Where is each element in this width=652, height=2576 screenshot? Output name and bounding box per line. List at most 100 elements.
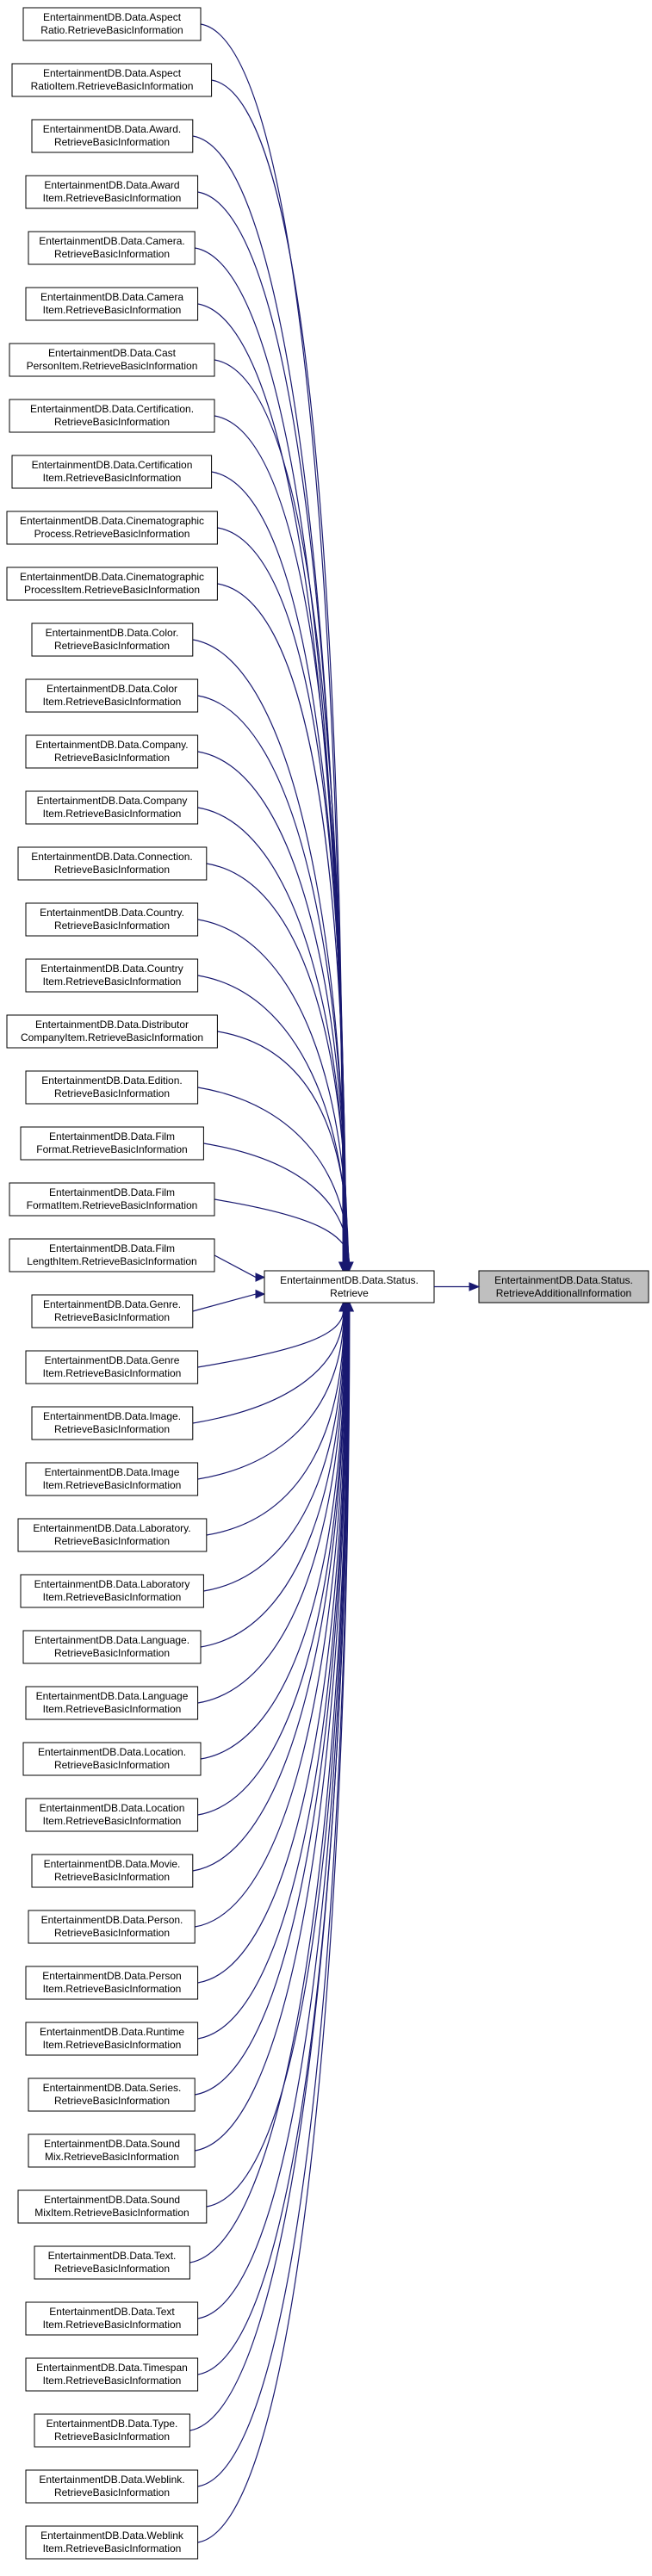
caller-node[interactable]: EntertainmentDB.Data.LaboratoryItem.Retr…: [20, 1574, 204, 1608]
target-node[interactable]: EntertainmentDB.Data.Status. RetrieveAdd…: [478, 1270, 649, 1303]
caller-node[interactable]: EntertainmentDB.Data.WeblinkItem.Retriev…: [25, 2525, 199, 2560]
caller-node[interactable]: EntertainmentDB.Data.Image.RetrieveBasic…: [31, 1406, 194, 1440]
caller-node[interactable]: EntertainmentDB.Data.Country.RetrieveBas…: [25, 902, 199, 937]
caller-node-line2: Item.RetrieveBasicInformation: [43, 1367, 182, 1379]
caller-node-line1: EntertainmentDB.Data.Weblink: [40, 2530, 184, 2542]
call-edge-line: [197, 1087, 350, 1264]
caller-node-line2: Item.RetrieveBasicInformation: [43, 2542, 182, 2554]
caller-node-line1: EntertainmentDB.Data.Edition.: [41, 1074, 182, 1087]
caller-node[interactable]: EntertainmentDB.Data.ColorItem.RetrieveB…: [25, 678, 199, 713]
caller-node[interactable]: EntertainmentDB.Data.Location.RetrieveBa…: [22, 1742, 202, 1776]
caller-node[interactable]: EntertainmentDB.Data.Color.RetrieveBasic…: [31, 622, 194, 657]
caller-node[interactable]: EntertainmentDB.Data.CastPersonItem.Retr…: [9, 343, 215, 377]
caller-node-line1: EntertainmentDB.Data.Certification: [32, 459, 193, 471]
caller-node[interactable]: EntertainmentDB.Data.Company.RetrieveBas…: [25, 734, 199, 769]
caller-node-line1: EntertainmentDB.Data.Cinematographic: [20, 571, 204, 583]
call-edge: [206, 1301, 353, 2208]
caller-node-box: [28, 231, 196, 265]
caller-node[interactable]: EntertainmentDB.Data.CinematographicProc…: [6, 511, 218, 545]
caller-node[interactable]: EntertainmentDB.Data.FilmFormat.Retrieve…: [20, 1126, 204, 1161]
caller-node-line1: EntertainmentDB.Data.Certification.: [30, 403, 194, 415]
caller-node[interactable]: EntertainmentDB.Data.CameraItem.Retrieve…: [25, 287, 199, 321]
caller-node[interactable]: EntertainmentDB.Data.Type.RetrieveBasicI…: [34, 2413, 190, 2448]
caller-node-line1: EntertainmentDB.Data.Laboratory: [34, 1578, 190, 1590]
caller-node[interactable]: EntertainmentDB.Data.Camera.RetrieveBasi…: [28, 231, 196, 265]
caller-node[interactable]: EntertainmentDB.Data.AwardItem.RetrieveB…: [25, 175, 199, 209]
caller-node[interactable]: EntertainmentDB.Data.LocationItem.Retrie…: [25, 1798, 199, 1832]
call-edge: [217, 527, 351, 1273]
caller-node-box: [31, 1406, 194, 1440]
call-edge-line: [192, 1293, 257, 1312]
caller-node-box: [17, 846, 208, 881]
caller-node-box: [25, 790, 199, 825]
caller-node[interactable]: EntertainmentDB.Data.LanguageItem.Retrie…: [25, 1686, 199, 1720]
caller-node-line2: Item.RetrieveBasicInformation: [43, 2375, 182, 2387]
caller-node[interactable]: EntertainmentDB.Data.CinematographicProc…: [6, 567, 218, 601]
caller-node-line2: Item.RetrieveBasicInformation: [43, 808, 182, 820]
caller-node[interactable]: EntertainmentDB.Data.Person.RetrieveBasi…: [28, 1910, 196, 1944]
caller-node[interactable]: EntertainmentDB.Data.CertificationItem.R…: [11, 455, 213, 489]
caller-node[interactable]: EntertainmentDB.Data.Award.RetrieveBasic…: [31, 119, 194, 153]
caller-node-box: [20, 1126, 204, 1161]
caller-node-line2: Item.RetrieveBasicInformation: [43, 304, 182, 316]
caller-node[interactable]: EntertainmentDB.Data.Laboratory.Retrieve…: [17, 1518, 208, 1552]
caller-node[interactable]: EntertainmentDB.Data.GenreItem.RetrieveB…: [25, 1350, 199, 1384]
call-edge-line: [217, 583, 347, 1264]
caller-node-line1: EntertainmentDB.Data.Camera.: [39, 235, 184, 247]
caller-node[interactable]: EntertainmentDB.Data.Connection.Retrieve…: [17, 846, 208, 881]
caller-node-line1: EntertainmentDB.Data.Text: [49, 2306, 175, 2318]
caller-node-box: [31, 1854, 194, 1888]
caller-node[interactable]: EntertainmentDB.Data.Genre.RetrieveBasic…: [31, 1294, 194, 1328]
call-edge-line: [197, 807, 348, 1264]
caller-node[interactable]: EntertainmentDB.Data.Series.RetrieveBasi…: [28, 2078, 196, 2112]
caller-node-line1: EntertainmentDB.Data.Laboratory.: [33, 1522, 190, 1534]
caller-node[interactable]: EntertainmentDB.Data.ImageItem.RetrieveB…: [25, 1462, 199, 1496]
call-edges: [189, 23, 355, 2543]
caller-node[interactable]: EntertainmentDB.Data.PersonItem.Retrieve…: [25, 1966, 199, 2000]
caller-node[interactable]: EntertainmentDB.Data.SoundMixItem.Retrie…: [17, 2189, 208, 2224]
caller-node[interactable]: EntertainmentDB.Data.AspectRatioItem.Ret…: [11, 63, 213, 97]
caller-node-line1: EntertainmentDB.Data.Timespan: [36, 2362, 188, 2374]
caller-node[interactable]: EntertainmentDB.Data.Edition.RetrieveBas…: [25, 1070, 199, 1105]
caller-node-line2: CompanyItem.RetrieveBasicInformation: [21, 1031, 203, 1043]
caller-node-box: [25, 1966, 199, 2000]
call-edge: [211, 79, 348, 1273]
caller-node-line2: RatioItem.RetrieveBasicInformation: [31, 80, 194, 92]
caller-node[interactable]: EntertainmentDB.Data.Certification.Retri…: [9, 399, 215, 433]
call-edge-line: [203, 1142, 350, 1264]
edge-hub-to-target: [434, 1282, 481, 1291]
caller-node[interactable]: EntertainmentDB.Data.Movie.RetrieveBasic…: [31, 1854, 194, 1888]
caller-node[interactable]: EntertainmentDB.Data.TextItem.RetrieveBa…: [25, 2301, 199, 2336]
caller-node[interactable]: EntertainmentDB.Data.TimespanItem.Retrie…: [25, 2357, 199, 2392]
caller-node[interactable]: EntertainmentDB.Data.AspectRatio.Retriev…: [22, 7, 202, 41]
caller-node[interactable]: EntertainmentDB.Data.CountryItem.Retriev…: [25, 958, 199, 993]
hub-node[interactable]: EntertainmentDB.Data.Status. Retrieve: [264, 1270, 435, 1303]
caller-node[interactable]: EntertainmentDB.Data.Language.RetrieveBa…: [22, 1630, 202, 1664]
caller-node-line1: EntertainmentDB.Data.Country.: [40, 907, 184, 919]
call-edge: [197, 975, 353, 1273]
caller-node-box: [25, 1070, 199, 1105]
call-edge-arrowhead: [345, 1301, 355, 1312]
call-edge: [214, 1254, 266, 1282]
caller-node-box: [25, 1350, 199, 1384]
caller-node[interactable]: EntertainmentDB.Data.DistributorCompanyI…: [6, 1014, 218, 1049]
caller-node-box: [25, 2469, 199, 2504]
caller-node-line2: Mix.RetrieveBasicInformation: [45, 2151, 179, 2163]
caller-node[interactable]: EntertainmentDB.Data.Weblink.RetrieveBas…: [25, 2469, 199, 2504]
call-edge-line: [197, 1310, 350, 2319]
caller-node-line2: Item.RetrieveBasicInformation: [43, 1703, 182, 1715]
caller-node[interactable]: EntertainmentDB.Data.SoundMix.RetrieveBa…: [28, 2133, 196, 2168]
caller-node[interactable]: EntertainmentDB.Data.CompanyItem.Retriev…: [25, 790, 199, 825]
caller-node-line1: EntertainmentDB.Data.Company: [37, 795, 188, 807]
caller-node-box: [9, 343, 215, 377]
caller-node-line1: EntertainmentDB.Data.Type.: [47, 2418, 178, 2430]
call-edge: [195, 247, 349, 1273]
caller-node[interactable]: EntertainmentDB.Data.RuntimeItem.Retriev…: [25, 2022, 199, 2056]
caller-node[interactable]: EntertainmentDB.Data.FilmFormatItem.Retr…: [9, 1182, 215, 1217]
call-edge-line: [192, 1310, 347, 1872]
caller-node-line1: EntertainmentDB.Data.Color: [47, 683, 177, 695]
caller-node-line2: RetrieveBasicInformation: [54, 1423, 170, 1435]
call-edge: [214, 359, 350, 1273]
caller-node[interactable]: EntertainmentDB.Data.Text.RetrieveBasicI…: [34, 2245, 190, 2280]
caller-node[interactable]: EntertainmentDB.Data.FilmLengthItem.Retr…: [9, 1238, 215, 1273]
